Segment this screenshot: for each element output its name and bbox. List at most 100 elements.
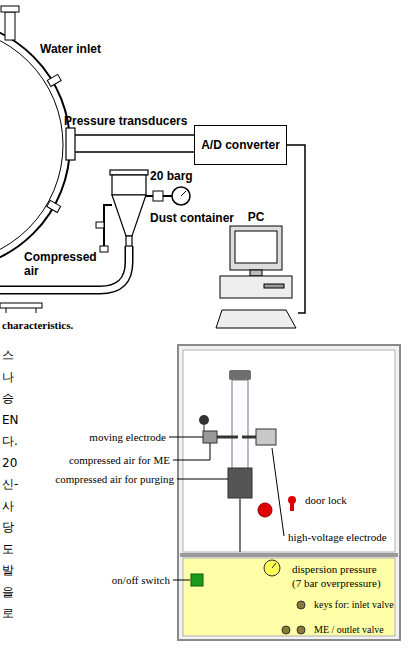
body-text-fragment: 로 [2,606,14,620]
pressure-gauge [146,187,190,205]
dust-container [126,236,132,246]
device-housing [178,345,400,640]
body-text-fragment: 다. [2,434,18,448]
transducer-lines [75,134,194,136]
dispersion-pipe [0,246,129,290]
pressure-gauge [181,191,186,196]
moving-electrode [169,437,203,438]
body-text-fragment: 신- [2,477,18,491]
keyboard [216,310,296,328]
body-text-fragment: 스 [2,348,14,362]
air-lines [173,443,228,479]
body-text-fragment: 승 [2,391,14,405]
body-text-fragment: 사 [2,499,14,513]
computer-node: PC [214,210,298,334]
part-label: ME / outlet valve [314,623,384,637]
part-label: keys for: inlet valve [314,598,394,612]
part-label: Water inlet [40,42,101,56]
moving-electrode [169,415,238,443]
dispersion-gauge [264,560,280,576]
compressed-air-inlet [96,222,104,228]
power-switch [173,574,203,586]
dust-container [112,195,146,236]
pressure-label: 20 barg [150,169,193,183]
ignition-tube [228,468,252,498]
red-button [258,503,272,517]
high-voltage-electrode [256,429,276,445]
part-label: on/off switch [112,573,170,587]
compressed-air-inlet [104,205,112,248]
drive-slot [264,284,284,288]
transducer-lines [75,151,194,153]
dust-container [110,170,148,246]
node-text: PC [214,210,298,224]
scale-base [6,308,7,313]
body-text-fragment: 당 [2,520,14,534]
body-text-fragment: 나 [2,370,14,384]
explosion-sphere [66,128,75,160]
door-lock-symbol [290,502,294,511]
converter-box: A/D converter [194,125,287,165]
explosion-sphere [0,20,70,270]
part-label: Dust container [150,211,234,225]
water-inlet-pipe [1,6,19,12]
explosion-sphere [0,27,63,263]
device-housing [183,558,395,636]
caption-fragment: characteristics. [2,318,73,332]
part-label: Compressed air [24,250,54,278]
ignition-tube [232,380,248,470]
transducer-lines [75,135,194,152]
ignition-tube [239,498,241,552]
moving-electrode [217,436,238,439]
moving-electrode [203,431,217,443]
body-text-fragment: 20 [2,456,17,470]
dust-container [110,170,148,175]
door-lock-symbol [288,496,296,511]
dust-container [112,175,146,195]
valve-keys [282,626,290,634]
explosion-sphere [47,74,61,86]
part-label: moving electrode [89,430,166,444]
device-housing [178,345,400,640]
water-inlet-pipe [5,12,15,40]
high-voltage-electrode [242,436,256,439]
dispersion-pipe [0,246,129,290]
part-label: compressed air for purging [55,472,174,486]
ignition-tube [229,370,251,380]
computer-case [220,276,292,298]
high-voltage-electrode [272,448,284,536]
pressure-gauge [172,187,190,205]
part-label: high-voltage electrode [288,530,387,544]
computer-symbol [214,224,298,334]
air-lines [173,443,210,460]
device-housing [183,350,395,552]
pressure-gauge [153,191,163,201]
red-button [258,503,272,517]
body-text-fragment: 도 [2,542,14,556]
body-text-fragment: EN [2,413,19,427]
dispersion-gauge [272,563,276,568]
power-switch [191,574,203,586]
scale-base [36,308,37,313]
air-lines [177,479,228,480]
moving-electrode [204,425,205,431]
monitor [230,226,282,270]
part-label: door lock [305,493,347,507]
compressed-air-inlet [100,246,108,252]
scale-base [0,303,42,313]
scale-base [0,303,42,308]
valve-keys [282,601,305,634]
power-switch [173,580,190,581]
body-text-fragment: 발 [2,563,14,577]
moving-electrode [199,415,209,425]
valve-keys [297,601,305,609]
ignition-tube [228,370,252,552]
monitor-screen [235,231,277,263]
water-inlet-pipe [1,6,19,40]
valve-keys [297,626,305,634]
high-voltage-electrode [242,429,284,536]
explosion-sphere [0,20,75,270]
part-label: Pressure transducers [64,114,187,128]
